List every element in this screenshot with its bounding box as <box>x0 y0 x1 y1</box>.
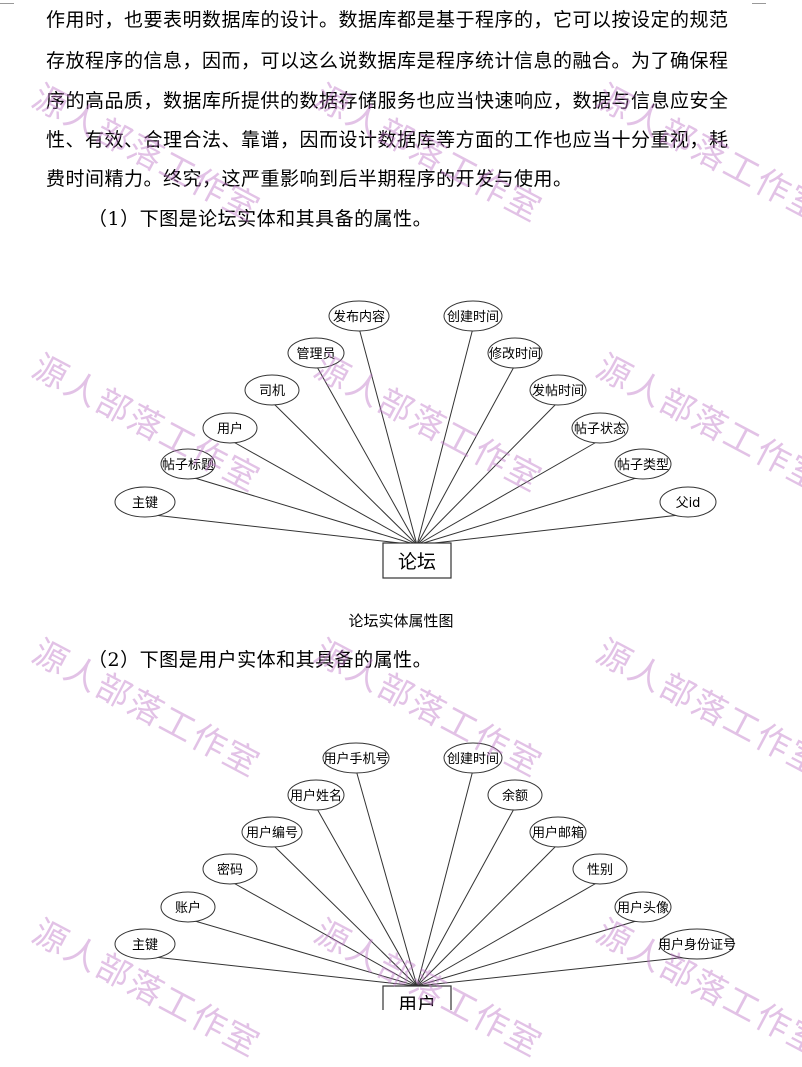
attribute-label: 帖子标题 <box>162 458 214 473</box>
attribute-ellipse <box>614 448 672 480</box>
attribute-label: 用户姓名 <box>290 788 342 804</box>
attribute-label: 用户编号 <box>246 825 298 841</box>
relation-line <box>229 439 418 546</box>
section-intro-user: （2）下图是用户实体和其具备的属性。 <box>88 649 433 671</box>
paragraph-line: 序的高品质，数据库所提供的数据存储服务也应当快速响应，数据与信息应安全 <box>46 90 729 112</box>
attribute-label: 发布内容 <box>333 309 385 325</box>
attribute-label: 性别 <box>587 863 613 878</box>
attribute-label: 司机 <box>259 384 285 399</box>
paragraph-line: 存放程序的信息，因而，可以这么说数据库是程序统计信息的融合。为了确保程 <box>46 50 729 72</box>
page-corner-mark-left <box>0 0 14 4</box>
entity-label: 用户 <box>398 994 436 1010</box>
attribute-label: 主键 <box>132 496 158 511</box>
attribute-label: 创建时间 <box>447 752 499 767</box>
relation-line <box>416 439 601 546</box>
attribute-label: 用户身份证号 <box>658 937 736 953</box>
entity-box <box>382 542 452 579</box>
user-er-diagram: 用户 主键 账户 密码 用户编号 用户姓名 用户手机号 创建时间余额用户邮箱性别用户头像用户身… <box>114 742 736 1010</box>
entity-box <box>382 985 452 1010</box>
page-corner-mark-right <box>752 0 766 4</box>
relation-line <box>144 955 418 987</box>
attribute-label: 账户 <box>175 900 201 916</box>
paragraph-line: 作用时，也要表明数据库的设计。数据库都是基于程序的，它可以按设定的规范 <box>46 9 729 31</box>
forum-er-diagram: 论坛 主键 帖子标题 用户 司机 管理员 发布内容 创建时间修改时间发帖时间帖子状态帖子类型父… <box>114 300 717 579</box>
relation-line <box>315 364 418 546</box>
attribute-ellipse <box>160 891 216 923</box>
forum-diagram-caption: 论坛实体属性图 <box>348 612 454 630</box>
entity-label: 论坛 <box>398 551 436 573</box>
attribute-ellipse <box>160 448 216 480</box>
relation-line <box>271 401 418 546</box>
relation-line <box>187 918 418 987</box>
attribute-label: 修改时间 <box>489 347 541 362</box>
relation-line <box>187 475 418 546</box>
attribute-label: 密码 <box>217 862 243 878</box>
attribute-ellipse <box>241 816 303 848</box>
relation-line <box>416 843 559 987</box>
attribute-label: 发帖时间 <box>532 383 584 399</box>
attribute-ellipse <box>202 412 258 444</box>
attribute-label: 用户头像 <box>617 900 669 916</box>
attribute-ellipse <box>614 891 672 923</box>
relation-line <box>416 475 644 546</box>
relation-line <box>416 364 516 546</box>
relation-line <box>416 806 516 987</box>
attribute-ellipse <box>659 486 717 518</box>
attribute-label: 管理员 <box>296 347 335 362</box>
attribute-ellipse <box>443 742 503 774</box>
relation-line <box>229 880 418 987</box>
attribute-ellipse <box>443 300 503 332</box>
attribute-label: 父id <box>676 496 701 511</box>
relation-line <box>416 401 559 546</box>
attribute-ellipse <box>114 486 176 518</box>
attribute-ellipse <box>572 853 628 885</box>
attribute-label: 用户邮箱 <box>532 825 584 841</box>
relation-line <box>355 769 418 987</box>
attribute-ellipse <box>287 779 345 811</box>
attribute-ellipse <box>287 337 345 369</box>
attribute-label: 主键 <box>132 938 158 953</box>
attribute-ellipse <box>571 412 629 444</box>
paragraph-line: 费时间精力。终究，这严重影响到后半期程序的开发与使用。 <box>46 168 573 190</box>
relation-line <box>416 955 698 987</box>
attribute-label: 帖子状态 <box>574 422 626 437</box>
relation-line <box>416 769 474 987</box>
attribute-ellipse <box>322 742 390 774</box>
relation-line <box>271 843 418 987</box>
relation-line <box>358 327 418 546</box>
relation-line <box>144 513 418 546</box>
relation-line <box>416 327 474 546</box>
attribute-ellipse <box>659 928 735 960</box>
attribute-ellipse <box>529 374 587 406</box>
relation-line <box>416 880 601 987</box>
attribute-label: 用户手机号 <box>323 751 388 767</box>
attribute-ellipse <box>114 928 176 960</box>
er-diagrams: 论坛主键帖子标题用户司机管理员发布内容创建时间修改时间发帖时间帖子状态帖子类型父… <box>114 300 736 1010</box>
attribute-label: 帖子类型 <box>617 458 669 473</box>
attribute-ellipse <box>202 853 258 885</box>
attribute-ellipse <box>529 816 587 848</box>
attribute-ellipse <box>487 337 543 369</box>
relation-line <box>416 513 689 546</box>
attribute-ellipse <box>328 300 390 332</box>
relation-line <box>416 918 644 987</box>
attribute-ellipse <box>487 779 543 811</box>
relation-line <box>315 806 418 987</box>
attribute-label: 用户 <box>217 421 243 437</box>
attribute-ellipse <box>244 374 300 406</box>
attribute-label: 创建时间 <box>447 310 499 325</box>
paragraph-line: 性、有效、合理合法、靠谱，因而设计数据库等方面的工作也应当十分重视，耗 <box>46 129 729 151</box>
section-intro-forum: （1）下图是论坛实体和其具备的属性。 <box>88 208 433 230</box>
attribute-label: 余额 <box>502 788 528 804</box>
